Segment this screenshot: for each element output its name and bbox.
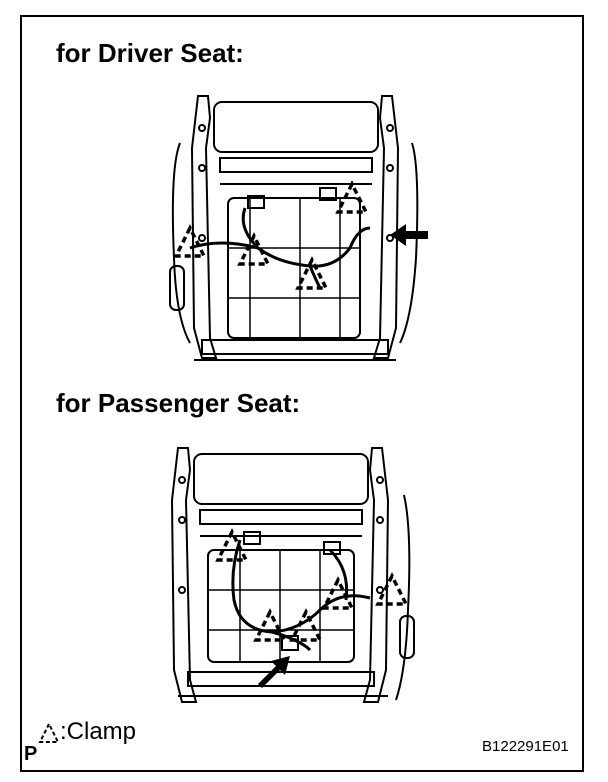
driver-seat-diagram [169, 95, 428, 361]
figure-frame [20, 15, 584, 772]
corner-letter: P [24, 743, 38, 765]
figure-code: B122291E01 [482, 738, 569, 755]
legend-separator: : [60, 718, 67, 745]
clamp-legend: :Clamp [38, 718, 136, 746]
legend-label: Clamp [66, 718, 137, 745]
clamp-triangle-icon [38, 721, 60, 743]
driver-seat-heading: for Driver Seat: [56, 38, 244, 68]
passenger-seat-heading: for Passenger Seat: [56, 388, 301, 418]
passenger-seat-diagram [170, 447, 415, 703]
